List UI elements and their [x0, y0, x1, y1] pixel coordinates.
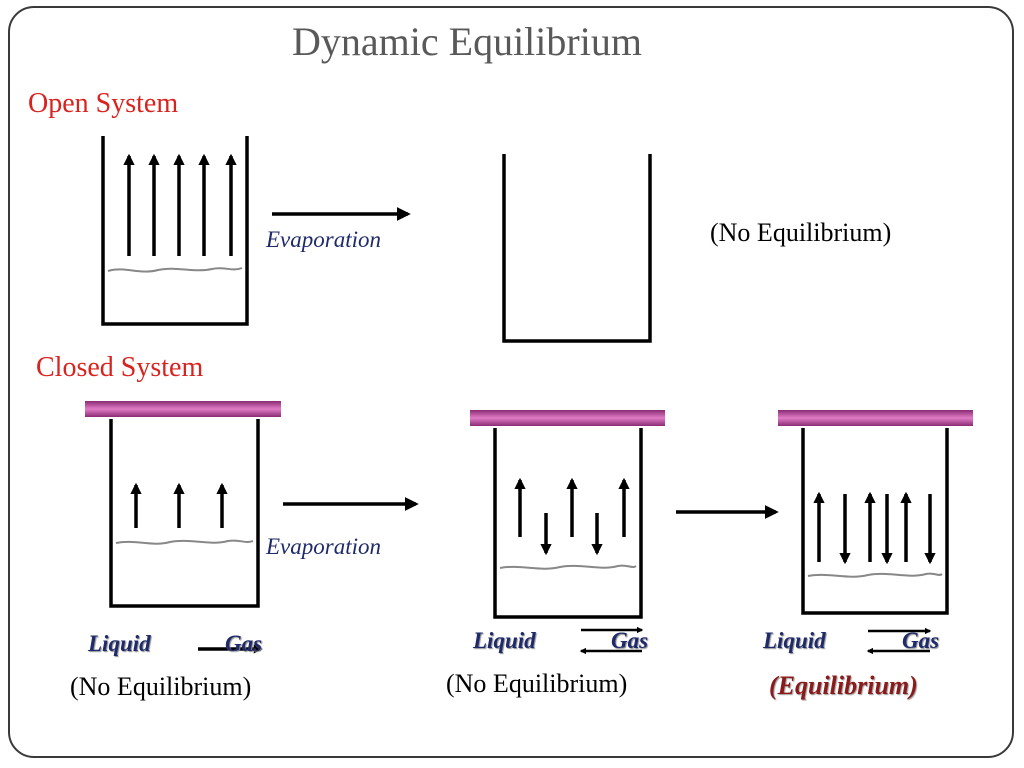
liquid-label-2: Liquid [473, 628, 536, 653]
gas-label-1: Gas [225, 631, 263, 656]
gas-label-3: Gas [902, 628, 940, 653]
evaporation-label-closed: Evaporation [266, 534, 381, 559]
open-result-label: (No Equilibrium) [710, 218, 892, 247]
stage-1-result: (No Equilibrium) [70, 672, 252, 701]
evaporation-label-open: Evaporation [266, 227, 381, 252]
slide-frame [8, 6, 1014, 758]
open-beaker-with-vapor [101, 136, 249, 326]
equilibrium-label: (Equilibrium) [769, 671, 918, 700]
closed-beaker-2 [470, 410, 665, 619]
open-beaker-empty [502, 154, 652, 343]
beaker-lid [470, 410, 665, 426]
closed-system-label: Closed System [36, 352, 204, 383]
beaker-lid [85, 401, 281, 417]
stage-2-result: (No Equilibrium) [446, 669, 628, 698]
beaker-lid [778, 410, 973, 426]
liquid-label-1: Liquid [88, 631, 151, 656]
gas-label-2: Gas [611, 628, 649, 653]
closed-beaker-3 [778, 410, 973, 615]
open-system-label: Open System [28, 88, 179, 119]
closed-beaker-1 [85, 401, 281, 608]
slide-title: Dynamic Equilibrium [292, 19, 642, 64]
liquid-label-3: Liquid [763, 628, 826, 653]
